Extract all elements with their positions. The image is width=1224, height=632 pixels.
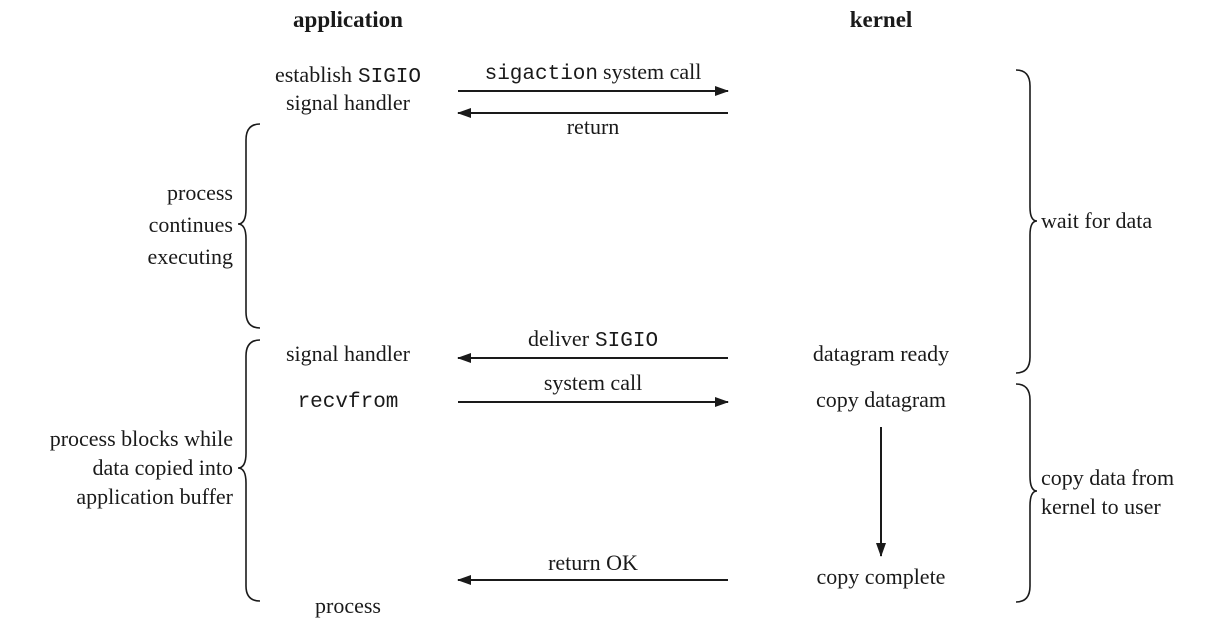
continues-executing-brace (237, 123, 261, 329)
establish-sigio-label: establish SIGIO (275, 62, 421, 89)
deliver-text: deliver (528, 326, 590, 351)
blocks-line-1: process blocks while (50, 426, 233, 451)
system-call-label: system call (544, 370, 642, 395)
sigio-code: SIGIO (358, 66, 421, 89)
sigaction-code: sigaction (485, 63, 598, 86)
copy-complete-label: copy complete (817, 564, 946, 589)
application-column-header: application (293, 7, 403, 32)
blocks-line-2: data copied into (92, 455, 233, 480)
establish-text: establish (275, 62, 352, 87)
signal-handler-setup-label: signal handler (286, 90, 411, 115)
copy-data-line-1: copy data from (1041, 465, 1174, 490)
copy-datagram-label: copy datagram (816, 387, 946, 412)
continues-line-3: executing (147, 244, 233, 269)
wait-for-data-label: wait for data (1041, 208, 1152, 233)
datagram-ready-label: datagram ready (813, 341, 949, 366)
blocks-while-copy-brace (237, 339, 261, 602)
signal-handler-label: signal handler (286, 341, 411, 366)
process-label: process (315, 593, 381, 618)
return-ok-label: return OK (548, 550, 638, 575)
recvfrom-label: recvfrom (298, 391, 399, 414)
continues-line-1: process (167, 180, 233, 205)
deliver-sigio-code: SIGIO (595, 330, 658, 353)
kernel-column-header: kernel (850, 7, 913, 32)
blocks-line-3: application buffer (76, 484, 233, 509)
system-call-text: system call (603, 59, 701, 84)
wait-for-data-brace (1015, 69, 1038, 374)
return-label: return (567, 114, 620, 139)
continues-line-2: continues (149, 212, 233, 237)
copy-data-line-2: kernel to user (1041, 494, 1161, 519)
copy-to-user-brace (1015, 383, 1038, 603)
